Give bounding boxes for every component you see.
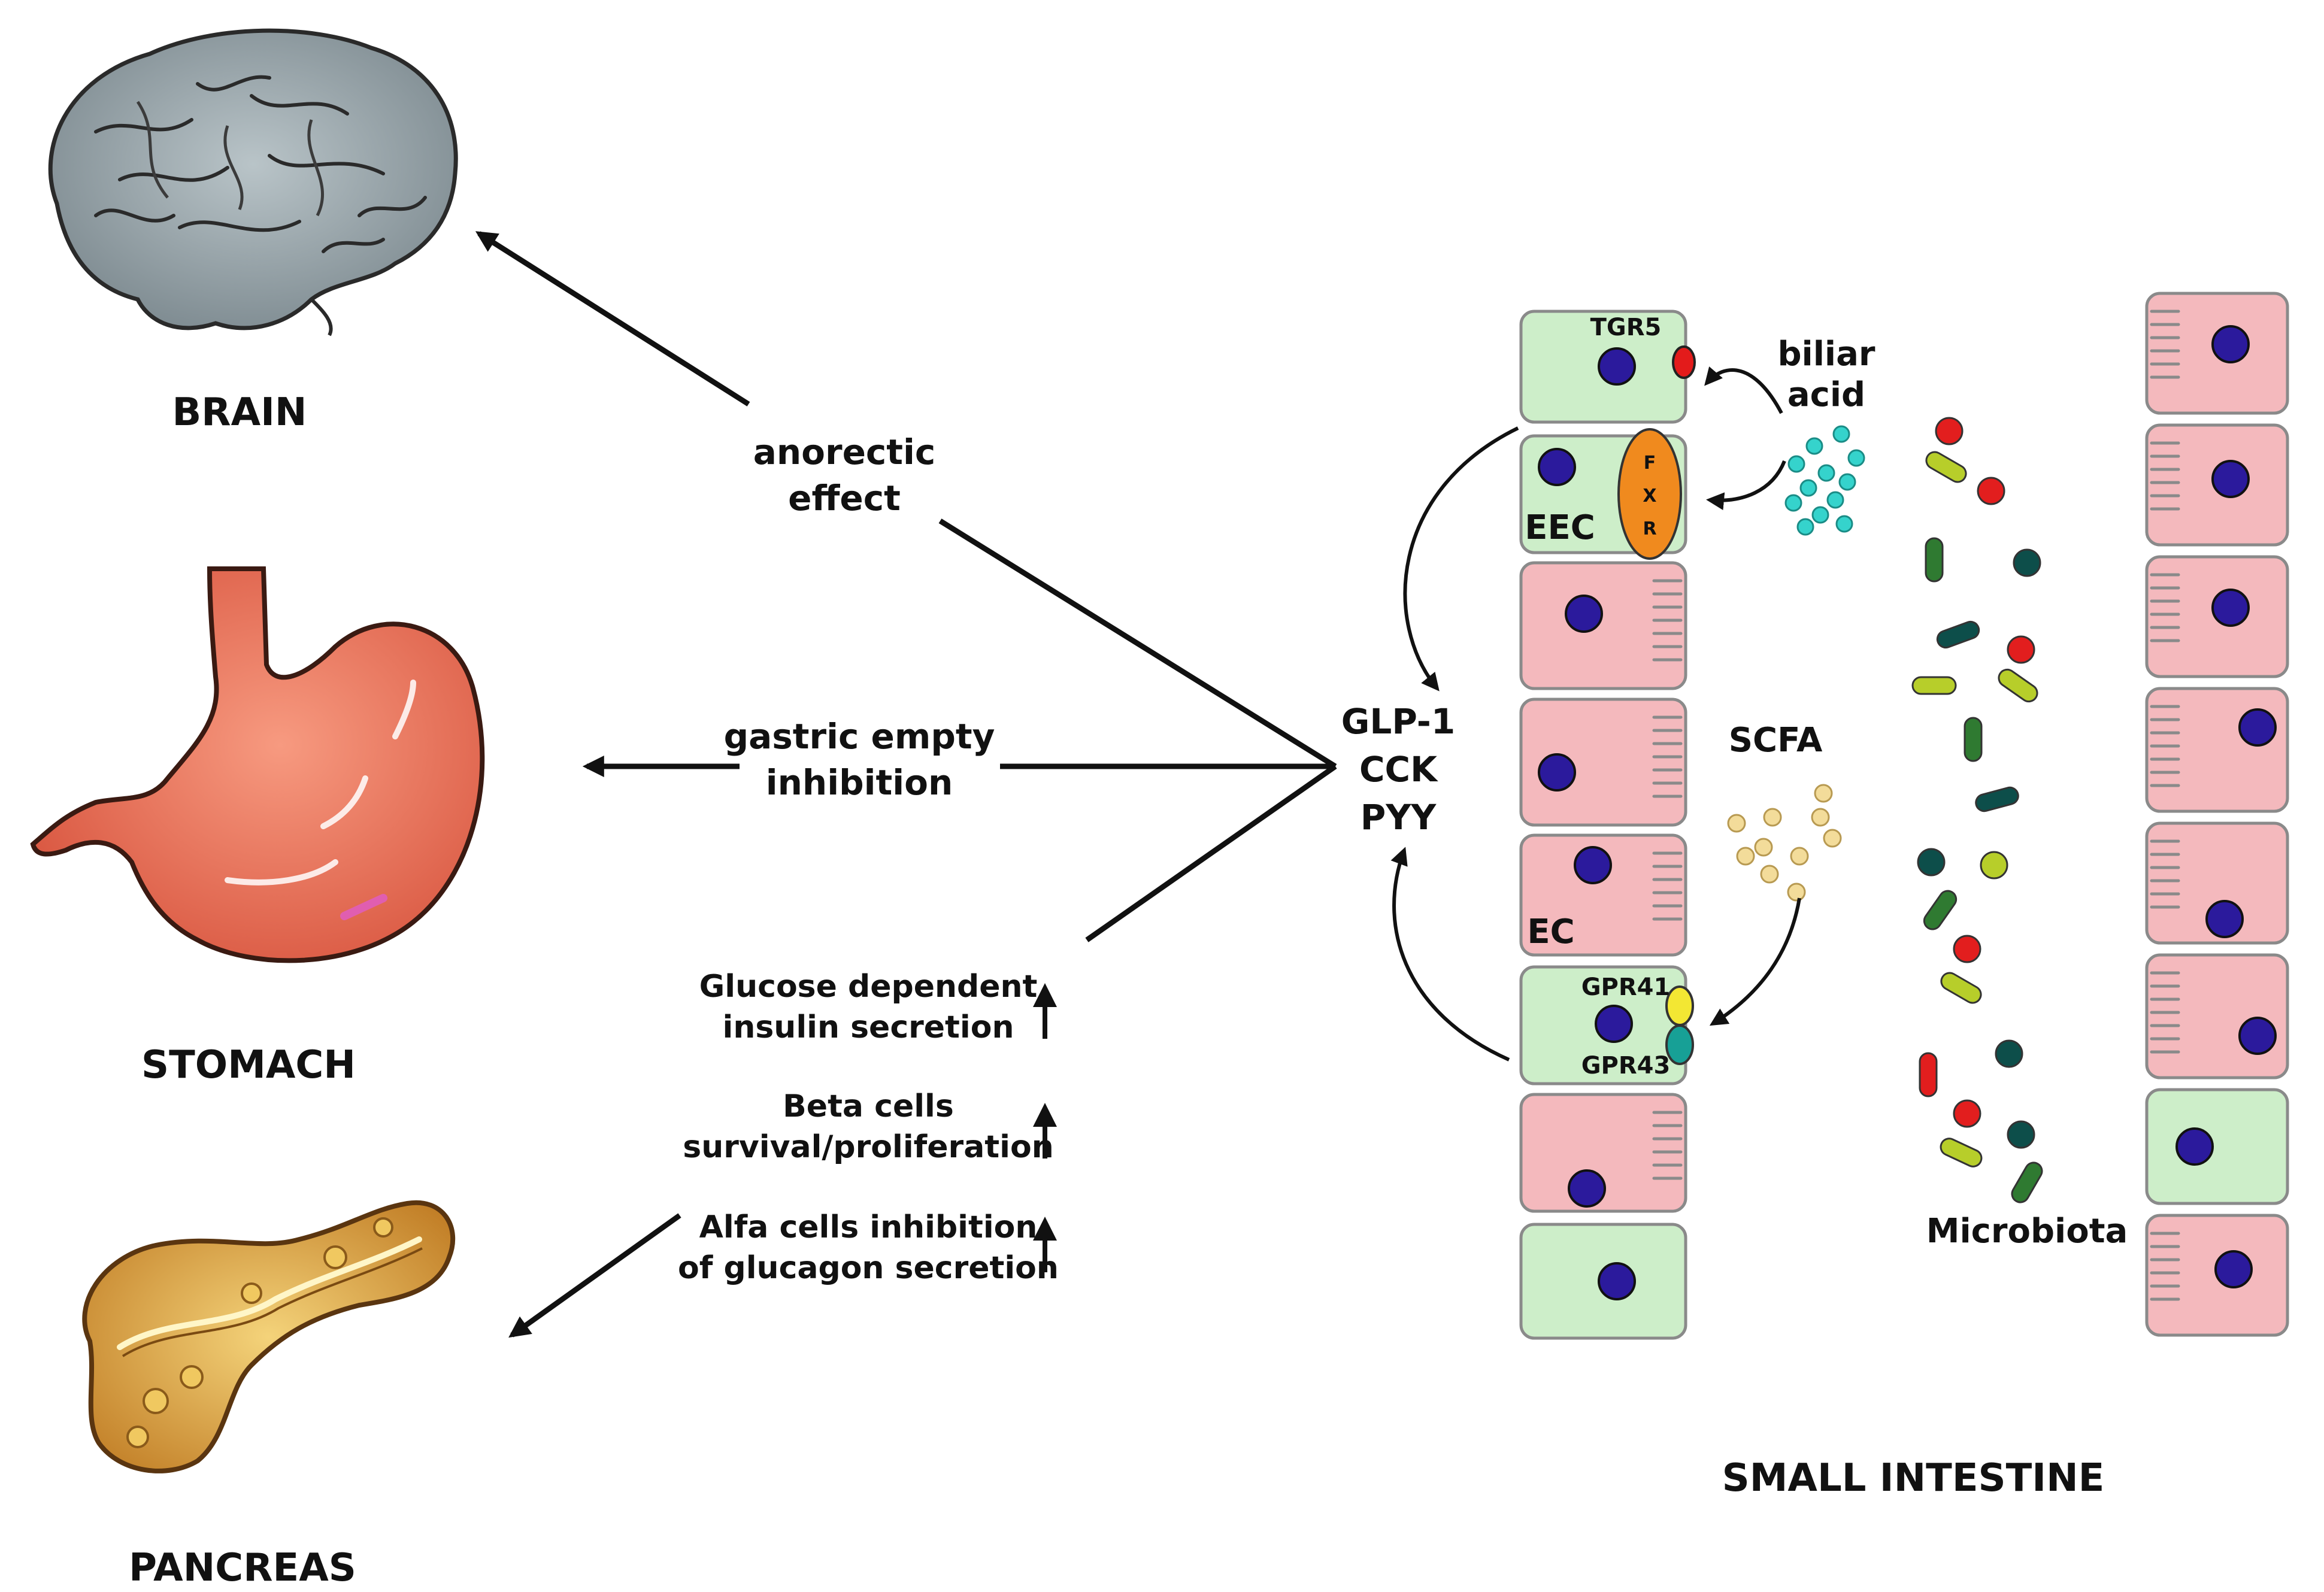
right-cell-2	[2145, 423, 2289, 547]
alfa-label-line1: Alfa cells inhibition	[699, 1209, 1038, 1245]
nucleus	[2214, 1250, 2253, 1288]
beta-label-line2: survival/proliferation	[683, 1129, 1053, 1165]
fxr-receptor	[1617, 428, 1682, 560]
line-anorectic-to-hub	[938, 518, 1337, 769]
nucleus	[2238, 1017, 2277, 1055]
nucleus	[2211, 589, 2250, 627]
nucleus	[1598, 347, 1636, 386]
gastric-label-line1: gastric empty	[724, 716, 995, 757]
biliar-acid-label-line1: biliar	[1777, 335, 1875, 374]
anorectic-label-line1: anorectic	[753, 432, 936, 472]
hormone-pyy: PYY	[1361, 797, 1437, 838]
nucleus	[1538, 753, 1576, 792]
left-cell-4	[1519, 698, 1687, 827]
nucleus	[1595, 1005, 1633, 1043]
right-cell-3	[2145, 555, 2289, 678]
left-cell-5	[1519, 833, 1687, 957]
stomach-label: STOMACH	[141, 1043, 356, 1087]
pancreas-illustration	[82, 1200, 456, 1473]
fxr-letter-r: R	[1643, 518, 1656, 539]
left-cell-7	[1519, 1093, 1687, 1213]
glucose-label-line1: Glucose dependent	[699, 969, 1038, 1005]
arrow-biliar-to-tgr5	[1704, 366, 1783, 414]
ec-label: EC	[1527, 912, 1574, 951]
arrow-gpr-cell-to-hormones	[1390, 847, 1510, 1062]
arrow-eec-to-hormones	[1403, 426, 1519, 692]
line-hub-to-pancreas-effects	[1085, 764, 1337, 942]
nucleus	[2175, 1127, 2214, 1166]
biliar-acid-particles	[1784, 425, 1865, 536]
left-cell-3	[1519, 561, 1687, 690]
gastric-label-line2: inhibition	[766, 762, 953, 803]
epithelium-right	[2145, 292, 2289, 1337]
eec-label: EEC	[1525, 508, 1595, 547]
arrow-scfa-to-gpr	[1709, 897, 1801, 1026]
arrow-biliar-to-fxr	[1706, 460, 1786, 511]
pancreas-label: PANCREAS	[129, 1546, 356, 1590]
scfa-particles	[1727, 784, 1842, 902]
left-cell-6	[1519, 965, 1687, 1085]
fxr-letter-f: F	[1644, 453, 1656, 474]
left-cell-1	[1519, 310, 1687, 424]
glucose-label-line2: insulin secretion	[723, 1009, 1014, 1045]
hormone-cck: CCK	[1359, 749, 1438, 790]
tgr5-receptor	[1672, 345, 1696, 379]
right-cell-6	[2145, 953, 2289, 1079]
right-cell-8	[2145, 1214, 2289, 1337]
stomach-illustration	[30, 566, 485, 963]
gpr41-label: GPR41	[1581, 974, 1671, 1001]
brain-illustration	[48, 28, 458, 336]
scfa-label: SCFA	[1729, 721, 1823, 760]
arrow-to-brain	[475, 231, 750, 407]
beta-label-line1: Beta cells	[783, 1088, 954, 1124]
gpr43-label: GPR43	[1581, 1052, 1671, 1079]
anorectic-label-line2: effect	[788, 478, 901, 518]
gpr41-receptor	[1665, 985, 1694, 1026]
microbiota-label: Microbiota	[1926, 1212, 2128, 1251]
alfa-label-line2: of glucagon secretion	[678, 1250, 1059, 1286]
brain-label: BRAIN	[172, 390, 307, 435]
arrow-to-pancreas	[508, 1213, 681, 1338]
nucleus	[1568, 1169, 1606, 1208]
hormone-glp1: GLP-1	[1341, 701, 1455, 742]
microbiota-bacteria	[1911, 417, 2043, 1203]
nucleus	[1598, 1262, 1636, 1300]
right-cell-1	[2145, 292, 2289, 415]
nucleus	[2205, 900, 2244, 938]
small-intestine-label: SMALL INTESTINE	[1722, 1456, 2105, 1500]
fxr-letter-x: X	[1643, 486, 1656, 507]
nucleus	[2238, 708, 2277, 747]
right-cell-5	[2145, 821, 2289, 945]
nucleus	[2211, 325, 2250, 363]
left-cell-8	[1519, 1223, 1687, 1340]
tgr5-label: TGR5	[1590, 314, 1662, 341]
nucleus	[1565, 595, 1603, 633]
right-cell-4	[2145, 687, 2289, 813]
nucleus	[1538, 448, 1576, 486]
nucleus	[1574, 846, 1612, 884]
nucleus	[2211, 460, 2250, 498]
biliar-acid-label-line2: acid	[1787, 375, 1865, 414]
right-cell-7	[2145, 1088, 2289, 1205]
gpr43-receptor	[1665, 1024, 1694, 1065]
